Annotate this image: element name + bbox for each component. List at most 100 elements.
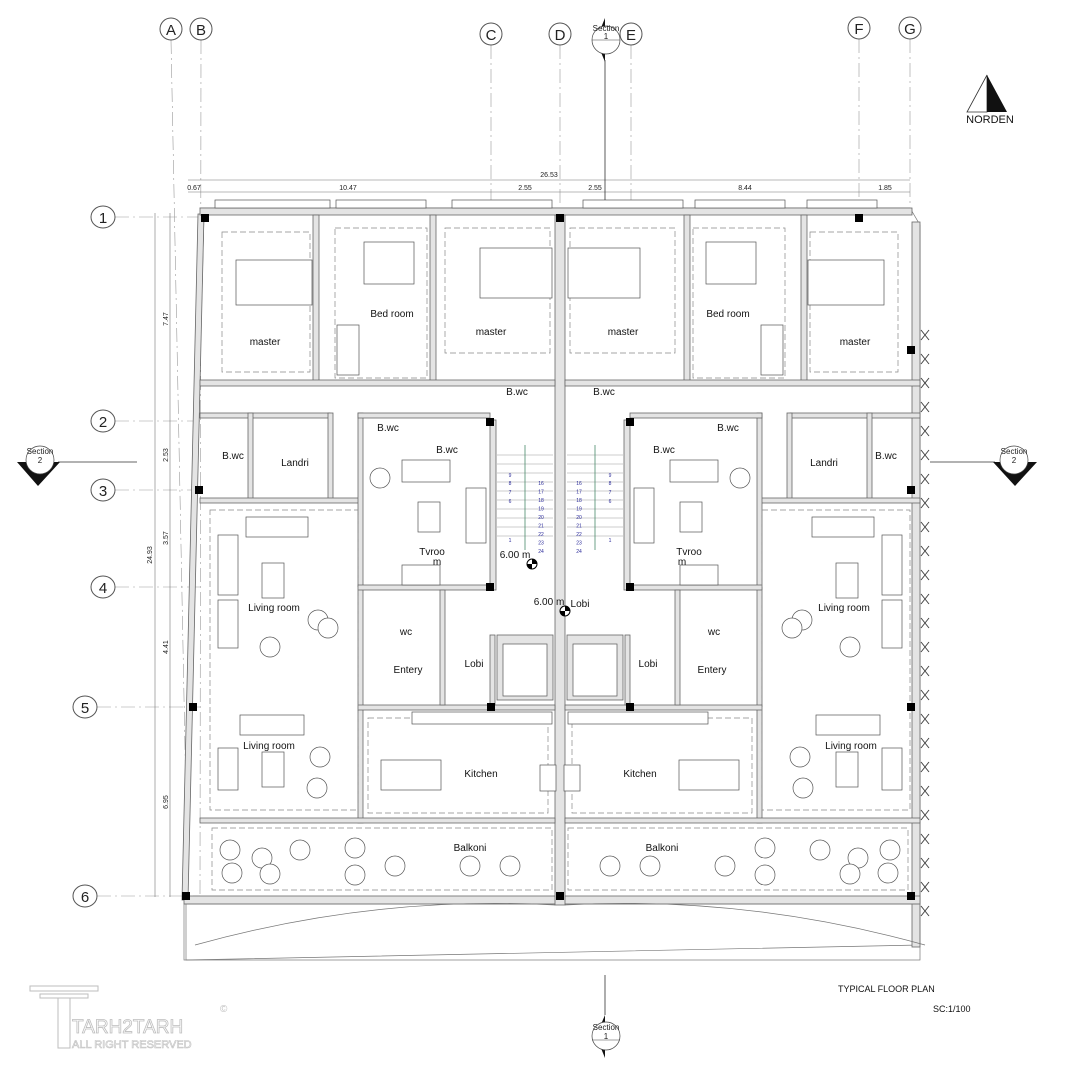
interior-wall [357,584,491,591]
structural-columns [182,214,915,900]
room-label: B.wc [653,445,675,456]
balcony-strip [183,903,921,961]
plant-icon [920,449,930,461]
room-label: master [840,337,871,348]
plant-icon [920,545,930,557]
svg-text:©: © [220,1004,228,1015]
interior-wall [564,817,921,824]
balcony-arc [194,903,926,946]
room-label: master [250,337,281,348]
room-label: Balkoni [454,843,487,854]
chair [789,746,811,768]
column [556,214,564,222]
interior-wall [489,419,497,591]
table [835,562,859,599]
room-label: master [476,327,507,338]
dim-seg: 8.44 [738,185,752,192]
room-label: Living room [818,603,870,614]
chair [259,863,281,885]
svg-text:1: 1 [99,210,107,227]
chair [306,777,328,799]
room-label: B.wc [593,387,615,398]
bed [807,259,885,306]
chair [344,864,366,886]
plant-icon [920,761,930,773]
level-label: 6.00 m [534,597,565,608]
chair [459,855,481,877]
section-marker-bottom: Section 1 [591,975,621,1058]
svg-text:C: C [486,27,497,44]
interior-wall [674,589,681,706]
stair-number: 23 [538,541,544,547]
interior-wall [247,412,254,502]
interior-wall [199,817,556,824]
room-label: B.wc [436,445,458,456]
room-label: m [678,557,686,568]
chair [317,617,339,639]
stair-number: 22 [576,532,582,538]
room-label: B.wc [717,423,739,434]
stair-number: 23 [576,541,582,547]
room-label: Kitchen [464,769,497,780]
plant-icon [920,737,930,749]
interior-wall [199,379,556,387]
column [556,892,564,900]
column [195,486,203,494]
interior-wall [439,589,446,706]
grid-bubble-C: C [479,22,503,46]
room-label: Lobi [465,659,484,670]
svg-text:NORDEN: NORDEN [966,114,1014,126]
chair [344,837,366,859]
column [189,703,197,711]
svg-text:F: F [854,21,863,38]
dim-seg: 1.85 [878,185,892,192]
dim-total-height: 24.93 [147,546,154,564]
room-label: m [433,557,441,568]
bed [705,241,757,285]
plant-icon [920,497,930,509]
svg-text:Section: Section [593,24,620,33]
room-label: B.wc [377,423,399,434]
chair [792,777,814,799]
room-label: Living room [243,741,295,752]
interior-wall [312,214,320,386]
exterior-wall-left [181,213,205,901]
plant-icon [920,641,930,653]
chair [809,839,831,861]
stair-number: 20 [576,515,582,521]
window [335,199,427,209]
lift [572,643,618,697]
ceiling-outline [761,509,911,811]
interior-wall [786,412,793,502]
room-label-center-lobi: Lobi [571,599,590,610]
stair-number: 18 [538,498,544,504]
drawing-scale: SC:1/100 [933,1004,971,1014]
dim-total-width: 26.53 [540,172,558,179]
room-label: master [608,327,639,338]
grid-lines [97,39,911,901]
chair [877,862,899,884]
sofa [881,599,903,649]
plant-icon [920,713,930,725]
interior-wall [564,379,921,387]
logo: TARH2TARH ALL RIGHT RESERVED © [29,985,228,1051]
column [626,418,634,426]
svg-text:Section: Section [27,447,54,456]
chair [879,839,901,861]
chair [839,636,861,658]
dim-seg: 0.67 [187,185,201,192]
bed [235,259,313,306]
interior-wall [800,214,808,386]
grid-bubble-6: 6 [72,884,98,908]
dim-seg: 2.55 [518,185,532,192]
chair [754,864,776,886]
table [261,751,285,788]
dim-seg: 6.95 [163,795,170,809]
chair [499,855,521,877]
chair [384,855,406,877]
grid-bubble-B: B [189,17,213,41]
svg-text:1: 1 [604,32,609,41]
section-marker-top: Section 1 [591,18,621,200]
interior-wall [629,412,763,419]
room-label: Lobi [639,659,658,670]
